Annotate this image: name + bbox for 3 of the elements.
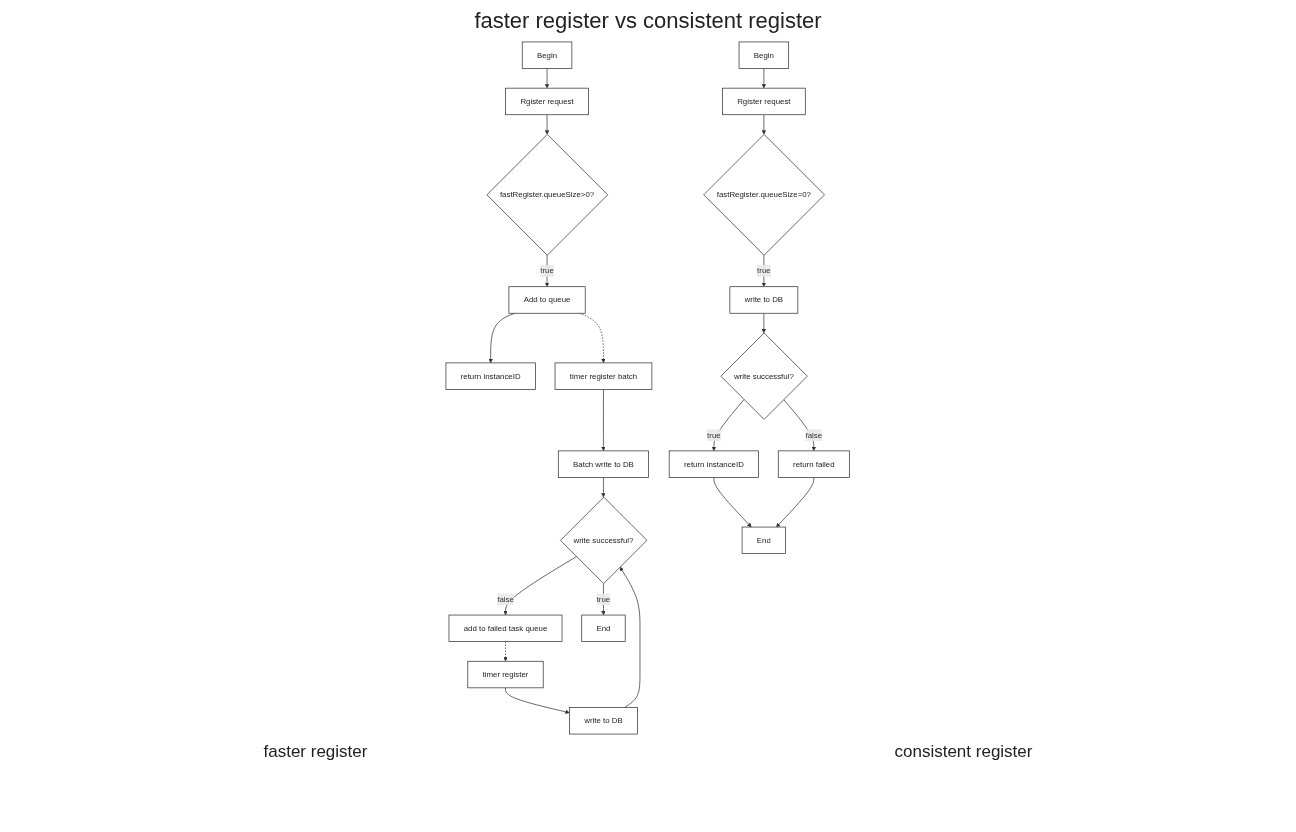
panel-caption: consistent register (894, 742, 1033, 762)
panel-caption: faster register (263, 742, 368, 762)
diagram-title: faster register vs consistent register (473, 8, 823, 34)
